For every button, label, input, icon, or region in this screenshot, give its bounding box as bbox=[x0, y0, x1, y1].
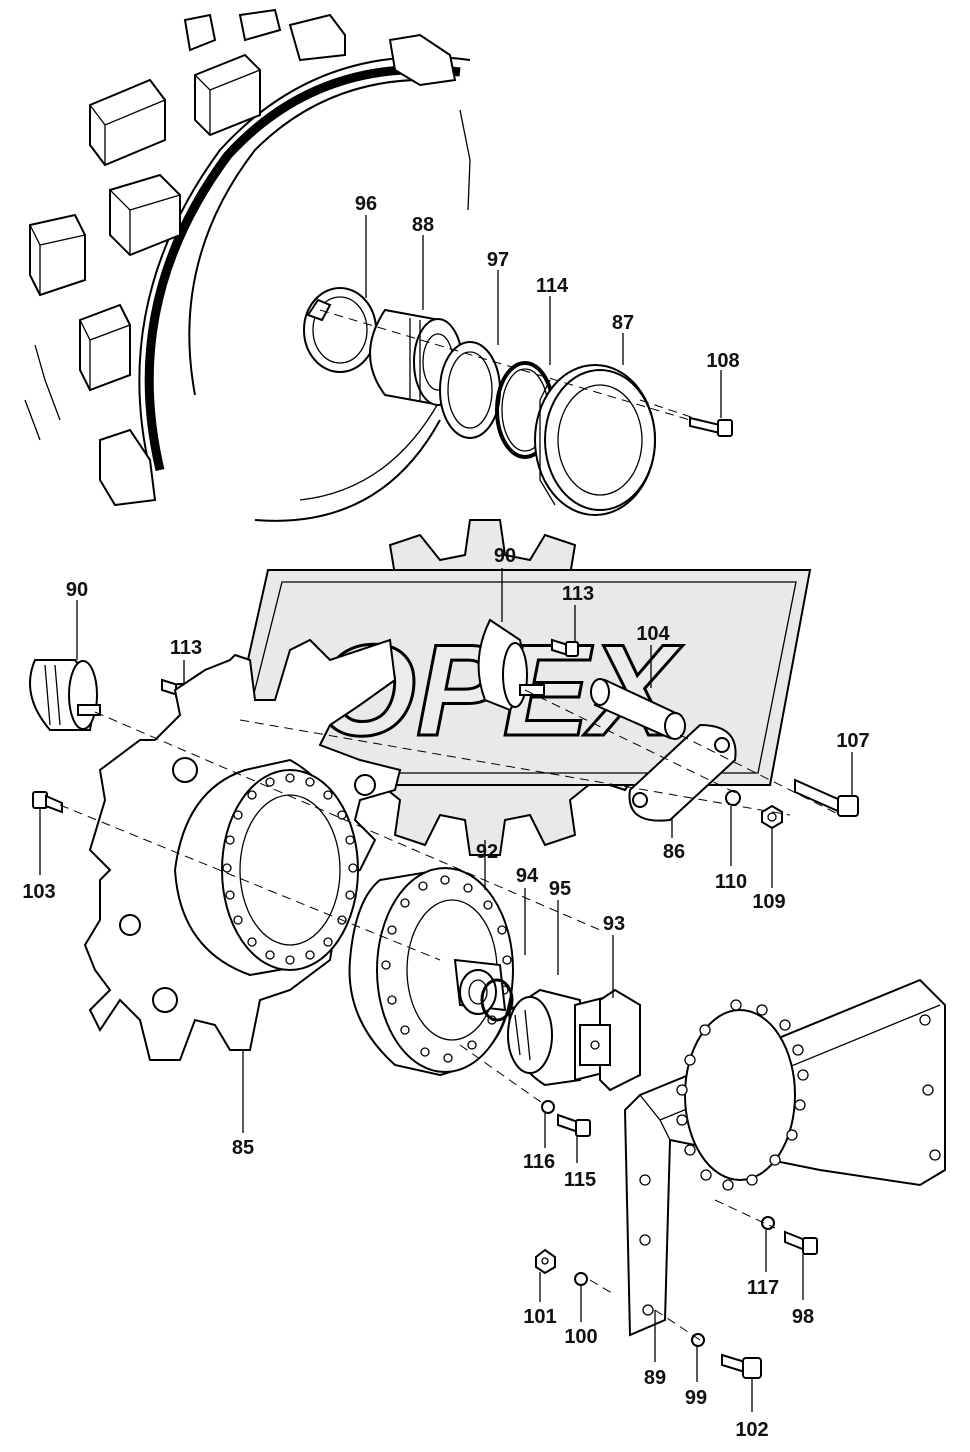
part-110-washer bbox=[725, 790, 741, 806]
track-wheel bbox=[24, 8, 471, 522]
label-86: 86 bbox=[663, 841, 685, 863]
wheel-inner-rim bbox=[188, 78, 441, 396]
label-85: 85 bbox=[232, 1137, 254, 1159]
hub-bolt-holes bbox=[222, 773, 358, 965]
part-100-washer bbox=[574, 1272, 588, 1286]
part-96-snap-ring bbox=[303, 287, 377, 373]
label-88: 88 bbox=[412, 214, 434, 236]
label-114: 114 bbox=[536, 275, 569, 297]
part-97-retaining-ring bbox=[439, 341, 501, 439]
wheel-lower-inner-arc bbox=[299, 399, 441, 501]
part-88-bearing bbox=[369, 308, 463, 407]
part-87-cover-flange bbox=[534, 364, 656, 516]
label-110: 110 bbox=[715, 871, 747, 893]
part-98-screw bbox=[784, 1230, 818, 1255]
leader-lines bbox=[39, 215, 853, 1412]
part-104-pin bbox=[590, 678, 686, 740]
part-109-nut bbox=[761, 804, 783, 830]
part-102-bolt bbox=[721, 1353, 762, 1379]
part-107-bolt bbox=[794, 778, 859, 817]
wheel-outer-rim bbox=[138, 55, 471, 471]
part-86-link-plate bbox=[628, 723, 737, 822]
label-89: 89 bbox=[644, 1367, 666, 1389]
label-99: 99 bbox=[685, 1387, 707, 1409]
label-113-left: 113 bbox=[170, 637, 202, 659]
part-90-motor-mount-left bbox=[29, 659, 101, 731]
label-117: 117 bbox=[747, 1277, 779, 1299]
label-98: 98 bbox=[792, 1306, 814, 1328]
label-116: 116 bbox=[523, 1151, 555, 1173]
gearbox-bolt-holes bbox=[381, 875, 512, 1063]
wheel-lower-arc bbox=[254, 419, 441, 522]
label-90-right: 90 bbox=[494, 545, 516, 567]
callout-labels: 96 88 97 114 87 108 90 90 113 113 104 10… bbox=[22, 193, 869, 1441]
label-87: 87 bbox=[612, 312, 634, 334]
part-93-hydraulic-motor bbox=[507, 988, 641, 1092]
label-109: 109 bbox=[752, 891, 785, 913]
hub-assembly bbox=[303, 287, 733, 516]
label-103: 103 bbox=[22, 881, 55, 903]
label-108: 108 bbox=[706, 350, 739, 372]
part-103-screw bbox=[32, 791, 63, 814]
part-116-washer bbox=[541, 1100, 555, 1114]
label-113-right: 113 bbox=[562, 583, 594, 605]
label-95: 95 bbox=[549, 878, 571, 900]
label-104: 104 bbox=[636, 623, 670, 645]
label-92: 92 bbox=[476, 841, 498, 863]
grouser-lugs bbox=[24, 8, 471, 507]
part-115-screw bbox=[557, 1113, 591, 1137]
bracket-holes bbox=[639, 999, 941, 1316]
label-96: 96 bbox=[355, 193, 377, 215]
label-101: 101 bbox=[523, 1306, 556, 1328]
wheel-black-band bbox=[144, 65, 461, 472]
assembly-axes bbox=[59, 689, 791, 1341]
label-115: 115 bbox=[564, 1169, 596, 1191]
gearbox bbox=[348, 867, 514, 1077]
part-89-mounting-bracket bbox=[623, 978, 946, 1337]
label-93: 93 bbox=[603, 913, 625, 935]
label-94: 94 bbox=[516, 865, 539, 887]
part-90-motor-mount-right bbox=[477, 618, 545, 712]
label-102: 102 bbox=[735, 1419, 768, 1441]
label-90-left: 90 bbox=[66, 579, 88, 601]
part-95-o-ring bbox=[480, 978, 514, 1022]
label-107: 107 bbox=[836, 730, 869, 752]
part-113-screw-right bbox=[551, 638, 579, 657]
label-100: 100 bbox=[564, 1326, 597, 1348]
label-97: 97 bbox=[487, 249, 509, 271]
part-92-drive-hub bbox=[173, 758, 359, 977]
part-101-nut bbox=[535, 1248, 556, 1275]
part-108-bolt bbox=[689, 416, 733, 437]
